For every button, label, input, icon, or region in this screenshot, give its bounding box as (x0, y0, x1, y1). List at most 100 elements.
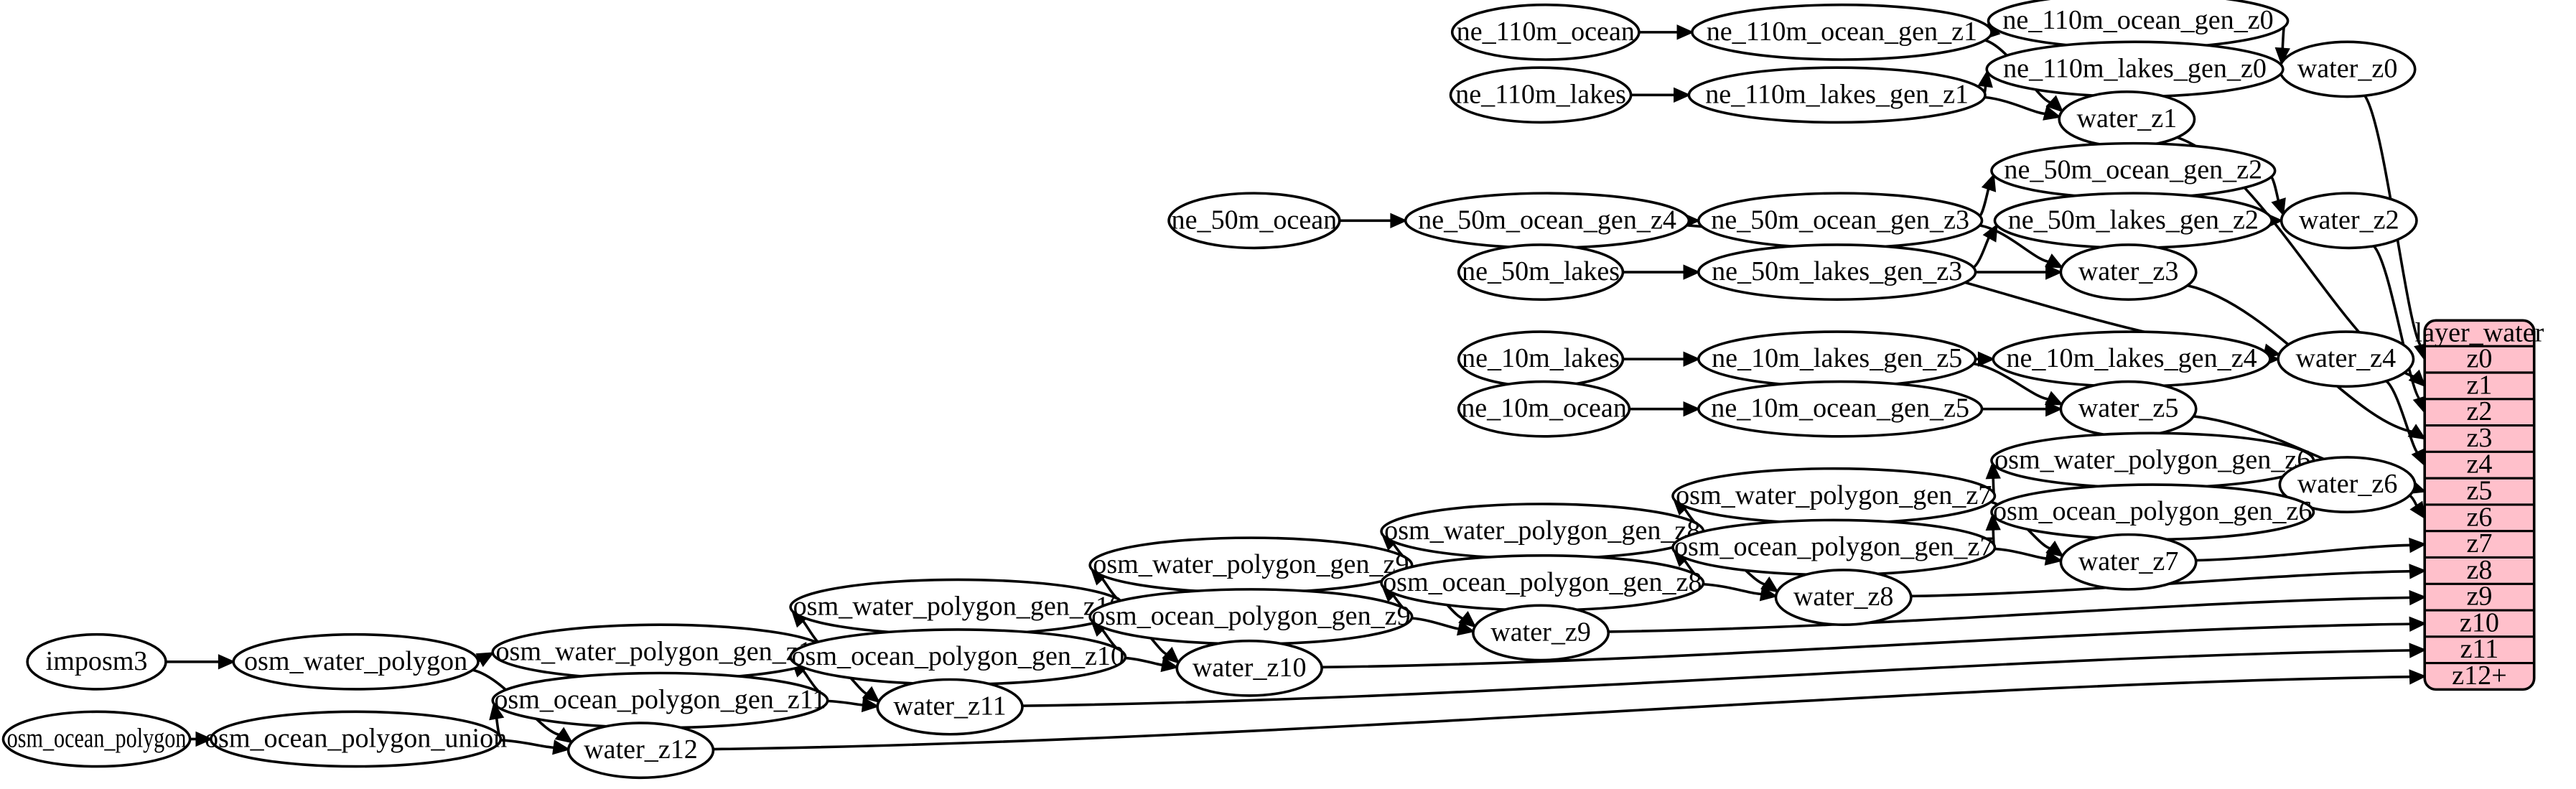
arrowhead-icon (1674, 87, 1691, 103)
node-ne_10m_ocean[interactable]: ne_10m_ocean (1457, 380, 1631, 438)
node-osm_water_polygon_gen_z11[interactable]: osm_water_polygon_gen_z11 (491, 623, 829, 681)
arrowhead-icon (1981, 173, 1997, 192)
arrowhead-icon (2045, 95, 2064, 113)
edge-osm_ocean_polygon_gen_z7-to-water_z7 (1994, 547, 2050, 560)
node-imposm3[interactable]: imposm3 (26, 632, 167, 691)
node-water_z4[interactable]: water_z4 (2277, 330, 2415, 388)
node-shape (1457, 380, 1631, 438)
node-water_z8[interactable]: water_z8 (1774, 569, 1913, 627)
node-osm_ocean_polygon_gen_z6[interactable]: osm_ocean_polygon_gen_z6 (1990, 483, 2315, 541)
node-osm_water_polygon_gen_z9[interactable]: osm_water_polygon_gen_z9 (1088, 536, 1414, 594)
node-shape (1088, 536, 1414, 594)
arrowhead-icon (2044, 391, 2064, 406)
arrowhead-icon (1162, 646, 1180, 664)
arrowhead-icon (552, 739, 571, 755)
edge-water_z9-to-layer_water-z9 (1608, 596, 2413, 633)
node-osm_water_polygon_gen_z8[interactable]: osm_water_polygon_gen_z8 (1380, 503, 1705, 561)
node-water_z1[interactable]: water_z1 (2058, 90, 2196, 148)
node-shape (26, 632, 167, 691)
edge-water_z7-to-layer_water-z7 (2195, 543, 2413, 562)
node-water_z9[interactable]: water_z9 (1472, 604, 1610, 662)
node-ne_110m_lakes[interactable]: ne_110m_lakes (1449, 66, 1633, 124)
node-ne_10m_lakes_gen_z4[interactable]: ne_10m_lakes_gen_z4 (1992, 330, 2272, 388)
node-shape (1449, 66, 1633, 124)
edge-water_z12-to-layer_water-z12+ (713, 675, 2413, 751)
node-ne_110m_lakes_gen_z1[interactable]: ne_110m_lakes_gen_z1 (1687, 66, 1987, 124)
node-osm_ocean_polygon_gen_z11[interactable]: osm_ocean_polygon_gen_z11 (491, 671, 829, 729)
node-water_z3[interactable]: water_z3 (2059, 243, 2198, 301)
node-osm_water_polygon[interactable]: osm_water_polygon (232, 632, 480, 691)
node-shape (2059, 533, 2198, 591)
node-osm_water_polygon_gen_z7[interactable]: osm_water_polygon_gen_z7 (1671, 467, 1997, 525)
node-water_z2[interactable]: water_z2 (2279, 192, 2418, 250)
arrowhead-icon (2045, 264, 2063, 280)
node-ne_50m_ocean_gen_z4[interactable]: ne_50m_ocean_gen_z4 (1404, 192, 1691, 250)
node-ne_10m_lakes_gen_z5[interactable]: ne_10m_lakes_gen_z5 (1697, 330, 1977, 388)
node-osm_water_polygon_gen_z6[interactable]: osm_water_polygon_gen_z6 (1990, 431, 2315, 490)
node-shape (1671, 467, 1997, 525)
arrowhead-icon (195, 731, 213, 747)
layer-water-record[interactable]: layer_waterz0z1z2z3z4z5z6z7z8z9z10z11z12… (2415, 317, 2544, 691)
node-shape (1380, 503, 1705, 561)
node-ne_50m_lakes_gen_z3[interactable]: ne_50m_lakes_gen_z3 (1697, 243, 1977, 301)
node-ne_50m_lakes[interactable]: ne_50m_lakes (1457, 243, 1625, 301)
arrowhead-icon (489, 701, 505, 721)
node-ne_50m_lakes_gen_z2[interactable]: ne_50m_lakes_gen_z2 (1993, 192, 2273, 250)
arrowhead-icon (2409, 669, 2427, 685)
edge-water_z8-to-layer_water-z8 (1910, 569, 2413, 598)
node-ne_110m_ocean_gen_z1[interactable]: ne_110m_ocean_gen_z1 (1691, 3, 1993, 61)
node-shape (1697, 192, 1984, 250)
arrowhead-icon (2271, 197, 2286, 217)
node-shape (1, 710, 192, 768)
arrowhead-icon (554, 727, 574, 744)
node-water_z5[interactable]: water_z5 (2059, 380, 2198, 438)
node-osm_ocean_polygon_gen_z7[interactable]: osm_ocean_polygon_gen_z7 (1671, 518, 1997, 576)
node-osm_ocean_polygon_gen_z9[interactable]: osm_ocean_polygon_gen_z9 (1088, 588, 1414, 645)
arrowhead-icon (2407, 424, 2427, 440)
edge-osm_ocean_polygon_gen_z9-to-water_z9 (1411, 617, 1462, 630)
arrowhead-icon (861, 696, 879, 713)
node-ne_50m_ocean_gen_z3[interactable]: ne_50m_ocean_gen_z3 (1697, 192, 1984, 250)
node-shape (1774, 569, 1913, 627)
node-ne_50m_ocean[interactable]: ne_50m_ocean (1167, 192, 1341, 250)
arrowhead-icon (1985, 513, 2001, 531)
arrowhead-icon (1985, 461, 2001, 480)
node-water_z7[interactable]: water_z7 (2059, 533, 2198, 591)
arrowhead-icon (2408, 369, 2427, 388)
node-shape (2279, 192, 2418, 250)
arrowhead-icon (2045, 401, 2063, 417)
arrowhead-icon (862, 686, 881, 704)
node-water_z10[interactable]: water_z10 (1175, 639, 1323, 697)
node-osm_water_polygon_gen_z10[interactable]: osm_water_polygon_gen_z10 (789, 578, 1127, 636)
node-shape (1992, 330, 2272, 388)
node-ne_10m_lakes[interactable]: ne_10m_lakes (1457, 330, 1625, 388)
arrowhead-icon (2409, 564, 2427, 579)
node-water_z0[interactable]: water_z0 (2278, 40, 2417, 98)
node-shape (2059, 380, 2198, 438)
node-shape (1380, 554, 1705, 612)
node-ne_10m_ocean_gen_z5[interactable]: ne_10m_ocean_gen_z5 (1697, 380, 1984, 438)
node-water_z11[interactable]: water_z11 (876, 678, 1024, 736)
edge-osm_ocean_polygon_union-to-water_z12 (500, 739, 557, 750)
arrowhead-icon (1977, 351, 1995, 367)
node-shape (1990, 141, 2277, 200)
node-osm_ocean_polygon_union[interactable]: osm_ocean_polygon_union (205, 710, 507, 768)
node-shape (2278, 456, 2417, 514)
arrowhead-icon (2043, 106, 2062, 121)
node-osm_ocean_polygon_gen_z8[interactable]: osm_ocean_polygon_gen_z8 (1380, 554, 1705, 612)
node-shape (789, 578, 1127, 636)
arrowhead-icon (2044, 550, 2063, 566)
node-osm_ocean_polygon[interactable]: osm_ocean_polygon (1, 710, 192, 768)
edge-osm_ocean_polygon_gen_z10-to-water_z10 (1125, 656, 1166, 667)
arrowhead-icon (2409, 643, 2427, 658)
node-ne_50m_ocean_gen_z2[interactable]: ne_50m_ocean_gen_z2 (1990, 141, 2277, 200)
arrowhead-icon (1683, 401, 1701, 417)
node-shape (491, 623, 829, 681)
node-osm_ocean_polygon_gen_z10[interactable]: osm_ocean_polygon_gen_z10 (789, 628, 1127, 686)
arrowhead-icon (2411, 447, 2426, 467)
arrowhead-icon (2045, 253, 2064, 269)
node-ne_110m_ocean[interactable]: ne_110m_ocean (1450, 3, 1641, 61)
node-ne_110m_lakes_gen_z0[interactable]: ne_110m_lakes_gen_z0 (1985, 40, 2285, 98)
node-water_z12[interactable]: water_z12 (566, 722, 715, 780)
